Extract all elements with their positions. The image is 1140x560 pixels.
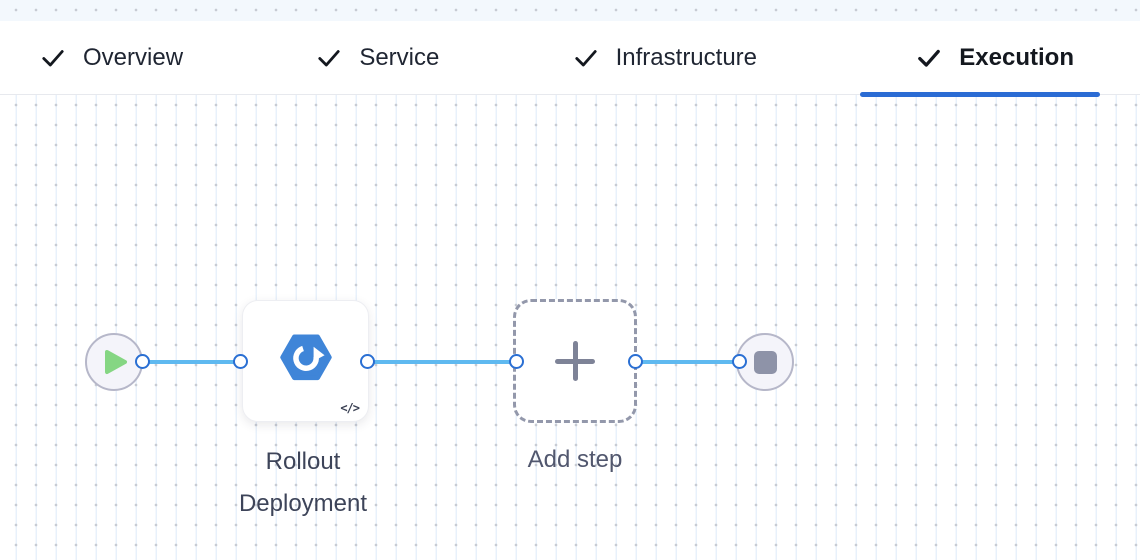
check-icon: [916, 45, 942, 71]
add-step-button[interactable]: [513, 299, 637, 423]
check-icon: [40, 45, 66, 71]
step-node-label: Rollout Deployment: [238, 448, 368, 517]
rollout-deployment-icon: [279, 330, 333, 389]
tab-label: Execution: [959, 43, 1074, 71]
tab-execution[interactable]: Execution: [890, 44, 1100, 72]
pipeline-canvas[interactable]: </> Rollout Deployment Add step: [0, 95, 1140, 560]
stage-tabbar: Overview Service Infrastructure Executio…: [0, 21, 1140, 97]
port-step-out[interactable]: [360, 354, 375, 369]
connector-addstep-to-end: [639, 360, 739, 364]
stop-icon: [753, 350, 777, 374]
add-step-label: Add step: [527, 446, 623, 473]
port-step-in[interactable]: [233, 354, 248, 369]
plus-icon: [555, 341, 595, 381]
check-icon: [573, 45, 599, 71]
port-end-in[interactable]: [732, 354, 747, 369]
tab-label: Infrastructure: [615, 43, 758, 71]
active-tab-underline: [860, 92, 1100, 97]
tab-label: Overview: [83, 43, 184, 71]
check-icon: [316, 45, 342, 71]
step-node-rollout-deployment[interactable]: </>: [242, 300, 369, 422]
play-icon: [100, 349, 128, 375]
tab-overview[interactable]: Overview: [40, 44, 183, 72]
tab-infrastructure[interactable]: Infrastructure: [573, 44, 757, 72]
port-addstep-in[interactable]: [509, 354, 524, 369]
port-start-out[interactable]: [135, 354, 150, 369]
tab-label: Service: [359, 43, 440, 71]
canvas-top-strip: [0, 0, 1140, 21]
port-addstep-out[interactable]: [628, 354, 643, 369]
connector-start-to-step: [146, 360, 240, 364]
tab-service[interactable]: Service: [316, 44, 439, 72]
start-node[interactable]: [85, 333, 143, 391]
code-icon[interactable]: </>: [340, 401, 360, 415]
connector-step-to-addstep: [371, 360, 517, 364]
